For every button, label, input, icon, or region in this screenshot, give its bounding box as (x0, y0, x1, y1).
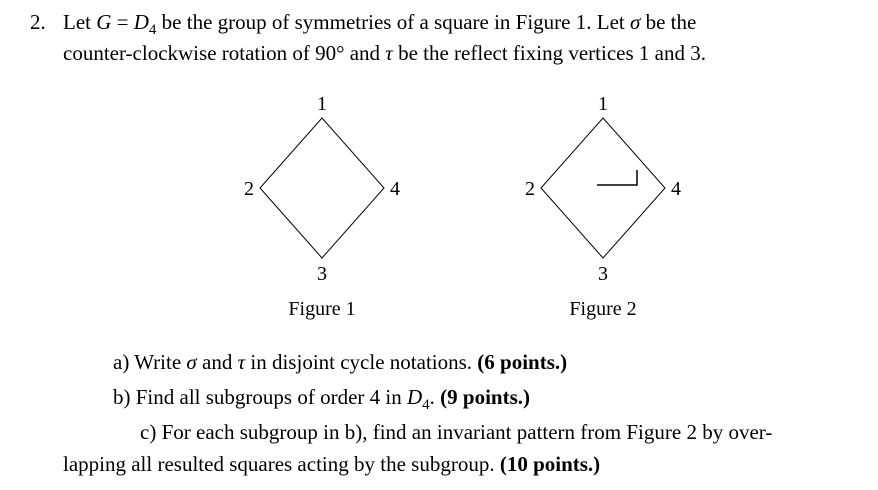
text-run: counter-clockwise rotation of 90° and (63, 41, 386, 65)
diamond-outline (540, 117, 666, 259)
math-tau: τ (385, 41, 393, 65)
vertex-label-bottom: 3 (598, 263, 608, 285)
part-b-points: (9 points.) (440, 385, 531, 409)
math-D: D (133, 10, 149, 34)
figure-1-caption: Figure 1 (288, 298, 356, 320)
square-diagram-1: 1 2 4 3 (244, 93, 400, 285)
statement-line-2: counter-clockwise rotation of 90° and τ … (63, 38, 706, 69)
square-diagram-2: 1 2 4 3 (525, 93, 681, 285)
text-run: Write (129, 350, 187, 374)
text-run: be the reflect fixing vertices 1 and 3. (392, 41, 706, 65)
math-G: G (96, 10, 112, 34)
figure-2-caption: Figure 2 (569, 298, 637, 320)
part-c-label: c) (140, 420, 157, 444)
figure-2: 1 2 4 3 Figure 2 (513, 92, 693, 321)
vertex-label-left: 2 (525, 178, 535, 200)
text-run: be the (640, 10, 697, 34)
part-c-line-2: lapping all resulted squares acting by t… (63, 449, 600, 480)
math-D: D (406, 385, 423, 409)
part-c-points: (10 points.) (499, 452, 601, 476)
part-a: a) Write σ and τ in disjoint cycle notat… (113, 347, 567, 378)
vertex-label-top: 1 (598, 93, 608, 115)
text-run: For each subgroup in b), find an invaria… (156, 420, 773, 444)
math-D-subscript: 4 (422, 397, 430, 414)
text-run: = (111, 10, 134, 34)
math-D-subscript: 4 (148, 22, 157, 39)
diamond-outline (259, 117, 385, 259)
text-run: Find all subgroups of order 4 in (130, 385, 407, 409)
asymmetric-pattern-mark (597, 170, 638, 186)
part-c-line-1: c) For each subgroup in b), find an inva… (140, 417, 772, 448)
vertex-label-right: 4 (390, 178, 400, 200)
figure-1: 1 2 4 3 Figure 1 (232, 92, 412, 321)
part-a-points: (6 points.) (477, 350, 568, 374)
vertex-label-right: 4 (671, 178, 681, 200)
part-b: b) Find all subgroups of order 4 in D4. … (113, 382, 530, 413)
statement-line-1: 2. Let G = D4 be the group of symmetries … (30, 7, 696, 38)
vertex-label-top: 1 (317, 93, 327, 115)
text-run: . (429, 385, 441, 409)
text-run: be the group of symmetries of a square i… (156, 10, 630, 34)
part-a-label: a) (113, 350, 130, 374)
text-run: Let (63, 10, 97, 34)
vertex-label-bottom: 3 (317, 263, 327, 285)
part-b-label: b) (113, 385, 131, 409)
text-run: and (196, 350, 238, 374)
math-sigma: σ (186, 350, 197, 374)
text-run: lapping all resulted squares acting by t… (63, 452, 500, 476)
problem-number: 2. (30, 10, 46, 34)
math-tau: τ (237, 350, 246, 374)
math-sigma: σ (629, 10, 641, 34)
text-run: in disjoint cycle notations. (245, 350, 478, 374)
vertex-label-left: 2 (244, 178, 254, 200)
